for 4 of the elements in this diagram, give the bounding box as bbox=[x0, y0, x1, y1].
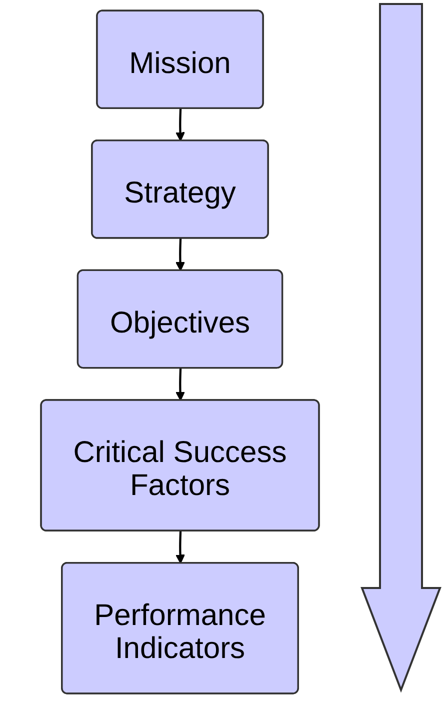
arrow bbox=[176, 108, 185, 142]
arrow bbox=[176, 368, 185, 401]
arrow bbox=[176, 531, 185, 564]
arrow bbox=[176, 238, 185, 272]
